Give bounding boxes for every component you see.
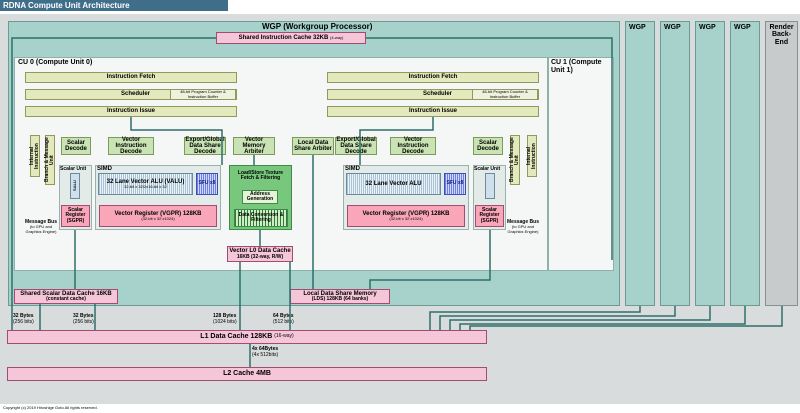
cu1-scalar-unit-label: Scalar Unit <box>474 166 501 172</box>
cu0-scalar-decode: Scalar Decode <box>61 137 91 155</box>
line-wgp5-l1 <box>459 306 746 330</box>
bw-label-d: 64 Bytes(512 bits) <box>273 313 294 325</box>
cu0-scalar-unit-label: Scalar Unit <box>60 166 87 172</box>
cu0-scheduler: Scheduler <box>25 89 237 100</box>
cu0-export-decode: Export/Global Data Share Decode <box>184 136 226 156</box>
cu1-scalar-decode: Scalar Decode <box>473 137 503 155</box>
cu0-pc-note: 48-bit Program Counter & Instruction Buf… <box>170 89 236 100</box>
line-icache-cu1 <box>366 37 613 260</box>
wgp-block-4 <box>695 21 725 306</box>
wgp-2-label: WGP <box>629 24 646 31</box>
l1-data-cache: L1 Data Cache 128KB (16-way) <box>7 330 487 344</box>
cu0-simd-label: SIMD <box>97 166 112 172</box>
line-wgp4-l1 <box>449 306 711 330</box>
cu0-sfu: SFU x8 <box>196 173 218 195</box>
cu1-instruction-fetch: Instruction Fetch <box>327 72 539 83</box>
cu1-valu: 32 Lane Vector ALU <box>346 173 441 195</box>
line-cu1-issue <box>359 117 434 165</box>
cu1-title: CU 1 (Compute Unit 1) <box>551 59 602 74</box>
texture-fetch-label: Load/Store Texture Fetch & Filtering <box>237 169 284 181</box>
cu0-instruction-fetch: Instruction Fetch <box>25 72 237 83</box>
cu0-vector-decode: Vector Instruction Decode <box>108 137 154 155</box>
line-icache-cu0 <box>11 37 216 330</box>
cu0-message-bus: Message Bus (to GPU and Graphics Engine) <box>25 219 57 234</box>
shared-instruction-cache: Shared Instruction Cache 32KB (4-way) <box>216 32 366 44</box>
line-cu1-lds <box>369 230 491 289</box>
wgp-block-2 <box>625 21 655 306</box>
cu0-valu: 32 Lane Vector ALU (VALU) 32-bit x 32/2x… <box>98 173 193 195</box>
copyright: Copyright (c) 2019 Hiroshige Goto All ri… <box>3 405 98 410</box>
title-bar <box>0 0 228 11</box>
vector-memory-arbiter: Vector Memory Arbiter <box>233 137 275 155</box>
cu1-vector-register: Vector Register (VGPR) 128KB (32-bit x 3… <box>347 205 465 227</box>
address-generation: Address Generation <box>242 190 278 204</box>
cu1-block <box>548 57 614 271</box>
wgp-block-3 <box>660 21 690 306</box>
bw-label-a: 32 Bytes(256 bits) <box>13 313 34 325</box>
page-title: RDNA Compute Unit Architecture <box>3 1 130 10</box>
cu0-title: CU 0 (Compute Unit 0) <box>18 59 93 66</box>
line-wgp3-l1 <box>439 306 676 330</box>
shared-scalar-cache: Shared Scalar Data Cache 16KB (constant … <box>14 289 118 304</box>
cu0-instruction-issue: Instruction Issue <box>25 106 237 117</box>
wgp-block-5 <box>730 21 760 306</box>
cu1-simd-label: SIMD <box>345 166 360 172</box>
bw-label-b: 32 Bytes(256 bits) <box>73 313 94 325</box>
cu1-vector-decode: Vector Instruction Decode <box>390 137 436 155</box>
local-data-share-memory: Local Data Share Memory (LDS) 128KB (64 … <box>290 289 390 304</box>
render-backend-label: Render Back-End <box>769 23 794 46</box>
render-backend-block <box>765 21 798 306</box>
cu0-scalar-register: Scalar Register (SGPR) <box>61 205 90 227</box>
line-render-backend <box>469 306 783 330</box>
wgp-5-label: WGP <box>734 24 751 31</box>
wgp-3-label: WGP <box>664 24 681 31</box>
lds-arbiter: Local Data Share Arbiter <box>292 137 334 155</box>
cu1-message-bus: Message Bus (to GPU and Graphics Engine) <box>507 219 539 234</box>
wgp-4-label: WGP <box>699 24 716 31</box>
bw-label-e: 4x 64Bytes(4x 512bits) <box>252 346 279 358</box>
l2-cache: L2 Cache 4MB <box>7 367 487 381</box>
data-conversion: Data Conversion & Filtering <box>234 209 288 227</box>
cu0-vector-register: Vector Register (VGPR) 128KB (32-bit x 3… <box>99 205 217 227</box>
vector-l0-cache: Vector L0 Data Cache 16KB (32-way, R/W) <box>227 246 293 262</box>
line-wgp2-l1 <box>429 306 641 330</box>
cu1-pc-note: 48-bit Program Counter & Instruction Buf… <box>472 89 538 100</box>
wgp-title: WGP (Workgroup Processor) <box>262 22 373 31</box>
cu1-export-decode: Export/Global Data Share Decode <box>335 136 377 156</box>
bw-label-c: 128 Bytes(1024 bits) <box>213 313 237 325</box>
cu1-scheduler: Scheduler <box>327 89 539 100</box>
line-cu0-issue <box>130 117 223 165</box>
cu1-sfu: SFU x8 <box>444 173 466 195</box>
cu1-instruction-issue: Instruction Issue <box>327 106 539 117</box>
cu1-salu <box>485 173 495 199</box>
cu1-scalar-register: Scalar Register (SGPR) <box>475 205 504 227</box>
